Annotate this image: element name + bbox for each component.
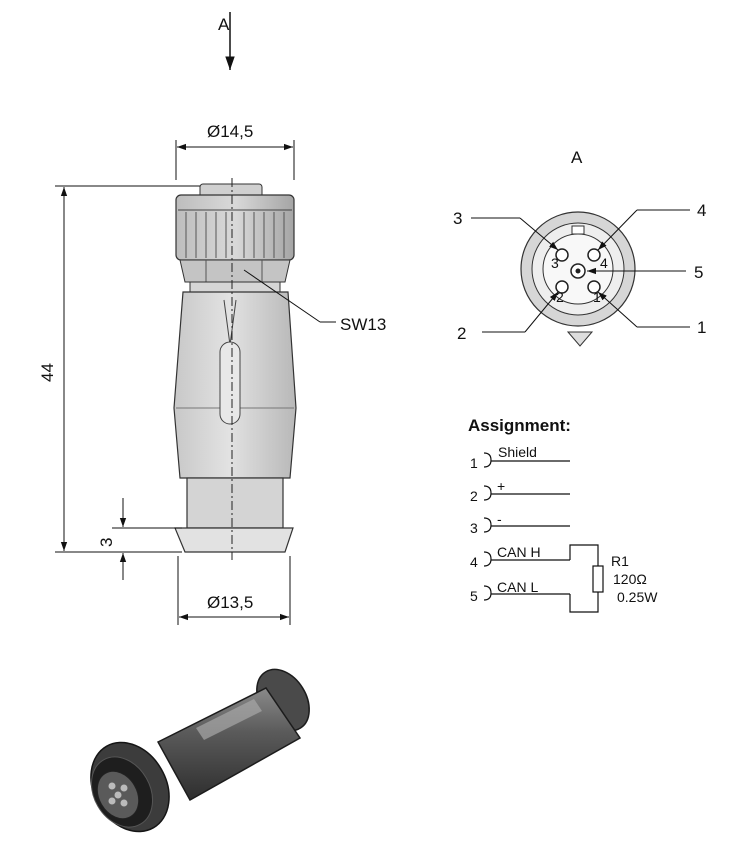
contact-pin bbox=[108, 797, 116, 805]
coding-key bbox=[566, 331, 594, 347]
contact-symbol bbox=[483, 517, 492, 533]
connector-3d-render bbox=[90, 668, 310, 833]
contact-pin bbox=[120, 784, 128, 792]
callout-4 bbox=[597, 209, 638, 251]
body-slot bbox=[219, 341, 241, 425]
collar bbox=[189, 281, 281, 293]
signal-5: CAN L bbox=[497, 579, 538, 595]
pin-2 bbox=[587, 280, 601, 294]
callout-1 bbox=[597, 291, 638, 328]
pin-number-1: 1 bbox=[470, 455, 478, 471]
knurled-nut bbox=[175, 194, 295, 261]
front-view: A 3 4 2 1 3 4 5 2 1 bbox=[453, 148, 706, 347]
face-mark-4: 4 bbox=[600, 255, 608, 271]
pin-number-2: 2 bbox=[470, 488, 478, 504]
assignment-heading: Assignment: bbox=[468, 416, 571, 435]
front-view-title: A bbox=[571, 148, 583, 167]
side-view: A Ø14,5 SW13 bbox=[38, 12, 386, 625]
contact-pin bbox=[114, 791, 122, 799]
flange-height-label: 3 bbox=[97, 538, 116, 547]
signal-1: Shield bbox=[498, 444, 537, 460]
contact-symbol bbox=[483, 485, 492, 501]
diameter-top-label: Ø14,5 bbox=[207, 122, 253, 141]
resistor-power: 0.25W bbox=[617, 589, 658, 605]
cable-sleeve bbox=[186, 477, 284, 529]
callout-label-4: 4 bbox=[697, 201, 706, 220]
knurl-lines bbox=[185, 212, 285, 258]
resistor-name: R1 bbox=[611, 553, 629, 569]
wrench-size-label: SW13 bbox=[340, 315, 386, 334]
hex-wrench-flats bbox=[179, 259, 291, 283]
view-arrow-label: A bbox=[218, 15, 230, 34]
bottom-flange bbox=[174, 527, 294, 553]
pin-4 bbox=[587, 248, 601, 262]
assignment-diagram: Assignment: 1 Shield 2 + 3 - 4 CAN H 5 C… bbox=[468, 416, 658, 613]
contact-pin bbox=[120, 799, 128, 807]
callout-label-2: 2 bbox=[457, 324, 466, 343]
connector-body-3d bbox=[156, 687, 302, 802]
resistor-wire-top bbox=[569, 544, 599, 566]
length-label: 44 bbox=[38, 363, 57, 382]
pin-1 bbox=[555, 280, 569, 294]
callout-label-3: 3 bbox=[453, 209, 462, 228]
diameter-bottom-label: Ø13,5 bbox=[207, 593, 253, 612]
resistor-value: 120Ω bbox=[613, 571, 647, 587]
wrench-leader bbox=[243, 269, 321, 323]
pin-number-4: 4 bbox=[470, 554, 478, 570]
callout-2 bbox=[524, 291, 559, 333]
pin-number-3: 3 bbox=[470, 520, 478, 536]
pin-3 bbox=[555, 248, 569, 262]
signal-4: CAN H bbox=[497, 544, 541, 560]
callout-label-1: 1 bbox=[697, 318, 706, 337]
callout-label-5: 5 bbox=[694, 263, 703, 282]
face-mark-3: 3 bbox=[551, 255, 559, 271]
contact-symbol bbox=[483, 585, 492, 601]
signal-3: - bbox=[497, 511, 502, 527]
contact-symbol bbox=[483, 452, 492, 468]
signal-2: + bbox=[497, 478, 505, 494]
contact-symbol bbox=[483, 551, 492, 567]
resistor-wire-bottom bbox=[569, 592, 599, 613]
resistor-symbol bbox=[592, 565, 604, 593]
contact-pin bbox=[108, 782, 116, 790]
callout-3 bbox=[519, 217, 559, 251]
face-mark-1: 1 bbox=[593, 289, 601, 305]
pin-number-5: 5 bbox=[470, 588, 478, 604]
face-mark-2: 2 bbox=[556, 289, 564, 305]
